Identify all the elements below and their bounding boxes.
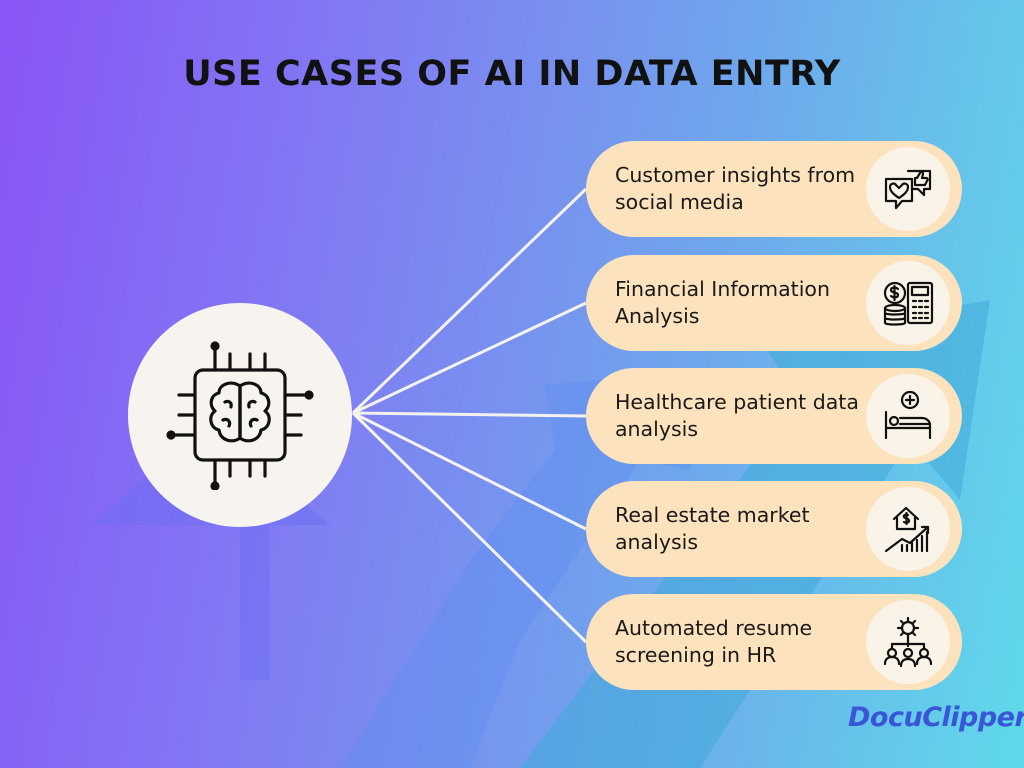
use-case-icon-wrap xyxy=(866,487,950,571)
calculator-coins-icon xyxy=(883,281,934,326)
central-hub xyxy=(128,303,352,527)
use-case-item: Healthcare patient data analysis xyxy=(586,368,962,464)
connector-line-2 xyxy=(352,301,587,415)
use-case-icon-wrap xyxy=(866,261,950,345)
house-growth-chart-icon xyxy=(884,506,930,553)
use-case-label: Customer insights from social media xyxy=(615,163,856,214)
use-case-label: Financial Information Analysis xyxy=(615,277,830,328)
use-case-icon-wrap xyxy=(866,147,950,231)
use-case-item: Financial Information Analysis xyxy=(586,255,962,351)
use-case-item: Customer insights from social media xyxy=(586,141,962,237)
brand-logo: DocuClipper xyxy=(848,702,1024,733)
hr-network-gear-icon xyxy=(883,616,933,668)
use-case-label: Real estate market analysis xyxy=(615,503,810,554)
social-media-heart-like-icon xyxy=(884,169,932,210)
hospital-bed-icon xyxy=(884,390,932,440)
use-case-icon-wrap xyxy=(866,600,950,684)
connector-line-1 xyxy=(351,187,588,415)
connector-line-4 xyxy=(352,411,587,531)
use-case-item: Real estate market analysis xyxy=(586,481,962,577)
bg-arrow-middle xyxy=(340,370,700,768)
use-case-icon-wrap xyxy=(866,374,950,458)
use-case-label: Healthcare patient data analysis xyxy=(615,390,859,441)
use-case-item: Automated resume screening in HR xyxy=(586,594,962,690)
connector-line-3 xyxy=(352,411,587,418)
use-case-label: Automated resume screening in HR xyxy=(615,616,813,667)
connector-line-5 xyxy=(351,411,588,644)
ai-brain-chip-icon xyxy=(166,341,314,490)
page-title: USE CASES OF AI IN DATA ENTRY xyxy=(183,54,841,94)
